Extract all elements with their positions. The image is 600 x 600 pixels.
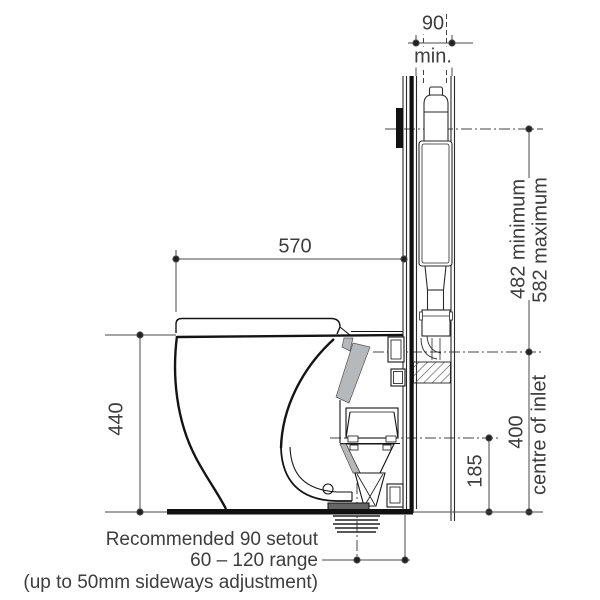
seat-lid [175, 317, 341, 335]
dim-cistern-max: 582 maximum [529, 176, 552, 304]
bowl-curve [279, 338, 335, 449]
pipe-connector [421, 309, 451, 337]
floor-line [167, 509, 413, 515]
note-setout-range: 60 – 120 range [190, 550, 318, 571]
flush-pipe [426, 289, 445, 311]
note-recommended-setout: Recommended 90 setout [105, 529, 318, 550]
mounting-bracket-hatch [413, 361, 451, 384]
outlet-valve-assembly [339, 400, 400, 507]
dim-cavity-width-qualifier: min. [413, 45, 453, 68]
dim-cistern-min: 482 minimum [507, 177, 530, 301]
dim-inlet-height-caption: centre of inlet [528, 373, 551, 497]
wall-bracket-block [396, 108, 403, 148]
dim-cavity-width-value: 90 [420, 12, 446, 35]
dim-inlet-height-value: 400 [505, 414, 528, 450]
floor-flange [327, 502, 370, 511]
flush-channel-shade [335, 342, 371, 404]
note-sideways-adjustment: (up to 50mm sideways adjustment) [23, 572, 318, 593]
pan-front-outline [173, 335, 228, 510]
dim-pan-depth: 570 [277, 235, 313, 258]
toilet-pan [173, 317, 406, 533]
inlet-elbow [420, 337, 438, 360]
dim-pan-height: 440 [105, 401, 128, 437]
inlet-spigot-boxes [386, 336, 406, 508]
outlet-pipe-ribs [333, 515, 380, 533]
inlet-valve-body [423, 94, 449, 144]
concealed-cistern [413, 86, 453, 384]
pan-rim [176, 333, 404, 339]
dim-outlet-height: 185 [464, 453, 487, 489]
trap-detail-circle [322, 483, 334, 495]
flush-pipe-taper [424, 265, 447, 291]
